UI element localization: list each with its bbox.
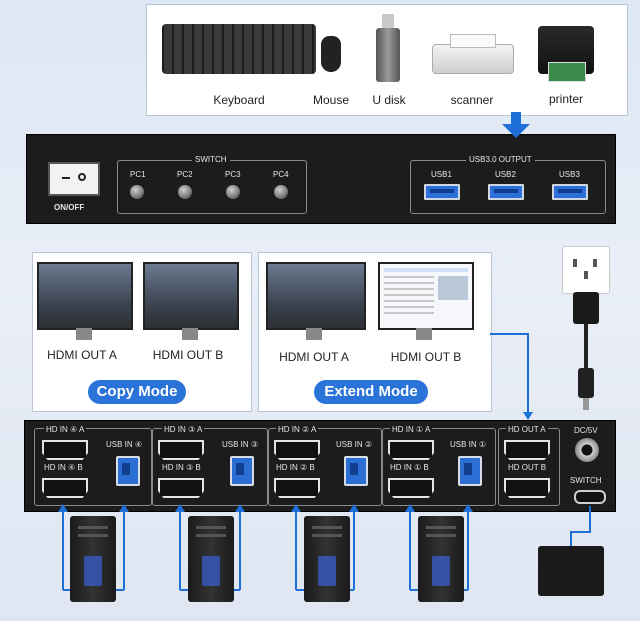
usb-drive-icon — [376, 14, 400, 82]
usb-output-label: USB3.0 OUTPUT — [466, 155, 535, 164]
pc2-button[interactable] — [178, 185, 192, 199]
computer-tower-icon — [418, 516, 464, 602]
usb-in-label: USB IN ① — [450, 440, 487, 449]
dc-plug-tip — [583, 398, 589, 410]
power-switch[interactable] — [48, 162, 100, 196]
pc2-label: PC2 — [177, 170, 193, 179]
hdmi-port[interactable] — [42, 440, 88, 460]
hd-in-a-label: HD IN ③ A — [162, 425, 205, 434]
usb-b-port[interactable] — [230, 456, 254, 486]
usb-c-switch-port[interactable] — [574, 490, 606, 504]
hdmi-port[interactable] — [388, 478, 434, 498]
extend-mode-badge: Extend Mode — [314, 380, 428, 404]
hd-in-b-label: HD IN ③ B — [162, 463, 201, 472]
hd-in-a-label: HD IN ② A — [276, 425, 319, 434]
hdmi-port[interactable] — [158, 440, 204, 460]
monitor-stand — [182, 328, 198, 340]
hd-in-a-label: HD IN ① A — [390, 425, 433, 434]
power-cable — [584, 324, 588, 368]
output-label: HDMI OUT A — [47, 348, 117, 362]
monitor-stand — [76, 328, 92, 340]
wall-outlet-icon — [562, 246, 610, 294]
monitor-icon — [266, 262, 366, 330]
hdmi-out-b-port[interactable] — [504, 478, 550, 498]
monitor-stand — [306, 328, 322, 340]
device-label: scanner — [450, 93, 494, 107]
device-label: Mouse — [312, 93, 350, 107]
usb-b-port[interactable] — [116, 456, 140, 486]
cable-path — [490, 333, 529, 418]
switch-port-label: SWITCH — [570, 476, 602, 485]
hdmi-port[interactable] — [388, 440, 434, 460]
scanner-icon — [432, 34, 514, 74]
dc-label: DC/5V — [574, 426, 598, 435]
arrow-down-icon — [502, 112, 530, 138]
input-group — [382, 428, 496, 506]
computer-tower-icon — [70, 516, 116, 602]
hdmi-port[interactable] — [158, 478, 204, 498]
device-label: U disk — [372, 93, 406, 107]
usb-b-port[interactable] — [344, 456, 368, 486]
usb3-label: USB3 — [559, 170, 580, 179]
printer-icon — [534, 26, 598, 82]
device-label: printer — [548, 92, 583, 106]
output-label: HDMI OUT B — [390, 350, 462, 364]
copy-mode-badge: Copy Mode — [88, 380, 186, 404]
switch-label: SWITCH — [192, 155, 230, 164]
dc-plug-icon — [578, 368, 594, 398]
remote-switch-icon[interactable] — [538, 546, 604, 596]
hd-out-a-label: HD OUT A — [506, 425, 548, 434]
pc4-label: PC4 — [273, 170, 289, 179]
pc1-button[interactable] — [130, 185, 144, 199]
hdmi-port[interactable] — [274, 440, 320, 460]
monitor-icon — [143, 262, 239, 330]
usb3-port[interactable] — [552, 184, 588, 200]
power-adapter-icon — [573, 292, 599, 324]
monitor-stand — [416, 328, 432, 340]
hd-in-b-label: HD IN ② B — [276, 463, 315, 472]
usb-b-port[interactable] — [458, 456, 482, 486]
hdmi-port[interactable] — [274, 478, 320, 498]
usb-in-label: USB IN ③ — [222, 440, 259, 449]
onoff-label: ON/OFF — [54, 203, 85, 212]
usb2-port[interactable] — [488, 184, 524, 200]
pc4-button[interactable] — [274, 185, 288, 199]
computer-tower-icon — [188, 516, 234, 602]
hdmi-out-a-port[interactable] — [504, 440, 550, 460]
mouse-icon — [321, 36, 341, 72]
device-label: Keyboard — [213, 93, 265, 107]
usb-in-label: USB IN ② — [336, 440, 373, 449]
hd-in-a-label: HD IN ④ A — [44, 425, 87, 434]
usb1-port[interactable] — [424, 184, 460, 200]
keyboard-icon — [162, 24, 316, 74]
hd-in-b-label: HD IN ① B — [390, 463, 429, 472]
computer-tower-icon — [304, 516, 350, 602]
arrow-head — [523, 412, 533, 420]
output-label: HDMI OUT B — [152, 348, 224, 362]
usb1-label: USB1 — [431, 170, 452, 179]
usb-in-label: USB IN ④ — [106, 440, 143, 449]
switch-front-panel — [26, 134, 616, 224]
dc-jack[interactable] — [575, 438, 599, 462]
monitor-icon — [37, 262, 133, 330]
output-label: HDMI OUT A — [279, 350, 349, 364]
hdmi-port[interactable] — [42, 478, 88, 498]
hd-in-b-label: HD IN ④ B — [44, 463, 83, 472]
pc3-label: PC3 — [225, 170, 241, 179]
hd-out-b-label: HD OUT B — [508, 463, 547, 472]
monitor-icon — [378, 262, 474, 330]
usb2-label: USB2 — [495, 170, 516, 179]
cable-path — [570, 506, 591, 546]
input-group — [268, 428, 382, 506]
input-group — [152, 428, 268, 506]
pc1-label: PC1 — [130, 170, 146, 179]
pc3-button[interactable] — [226, 185, 240, 199]
input-group — [34, 428, 152, 506]
